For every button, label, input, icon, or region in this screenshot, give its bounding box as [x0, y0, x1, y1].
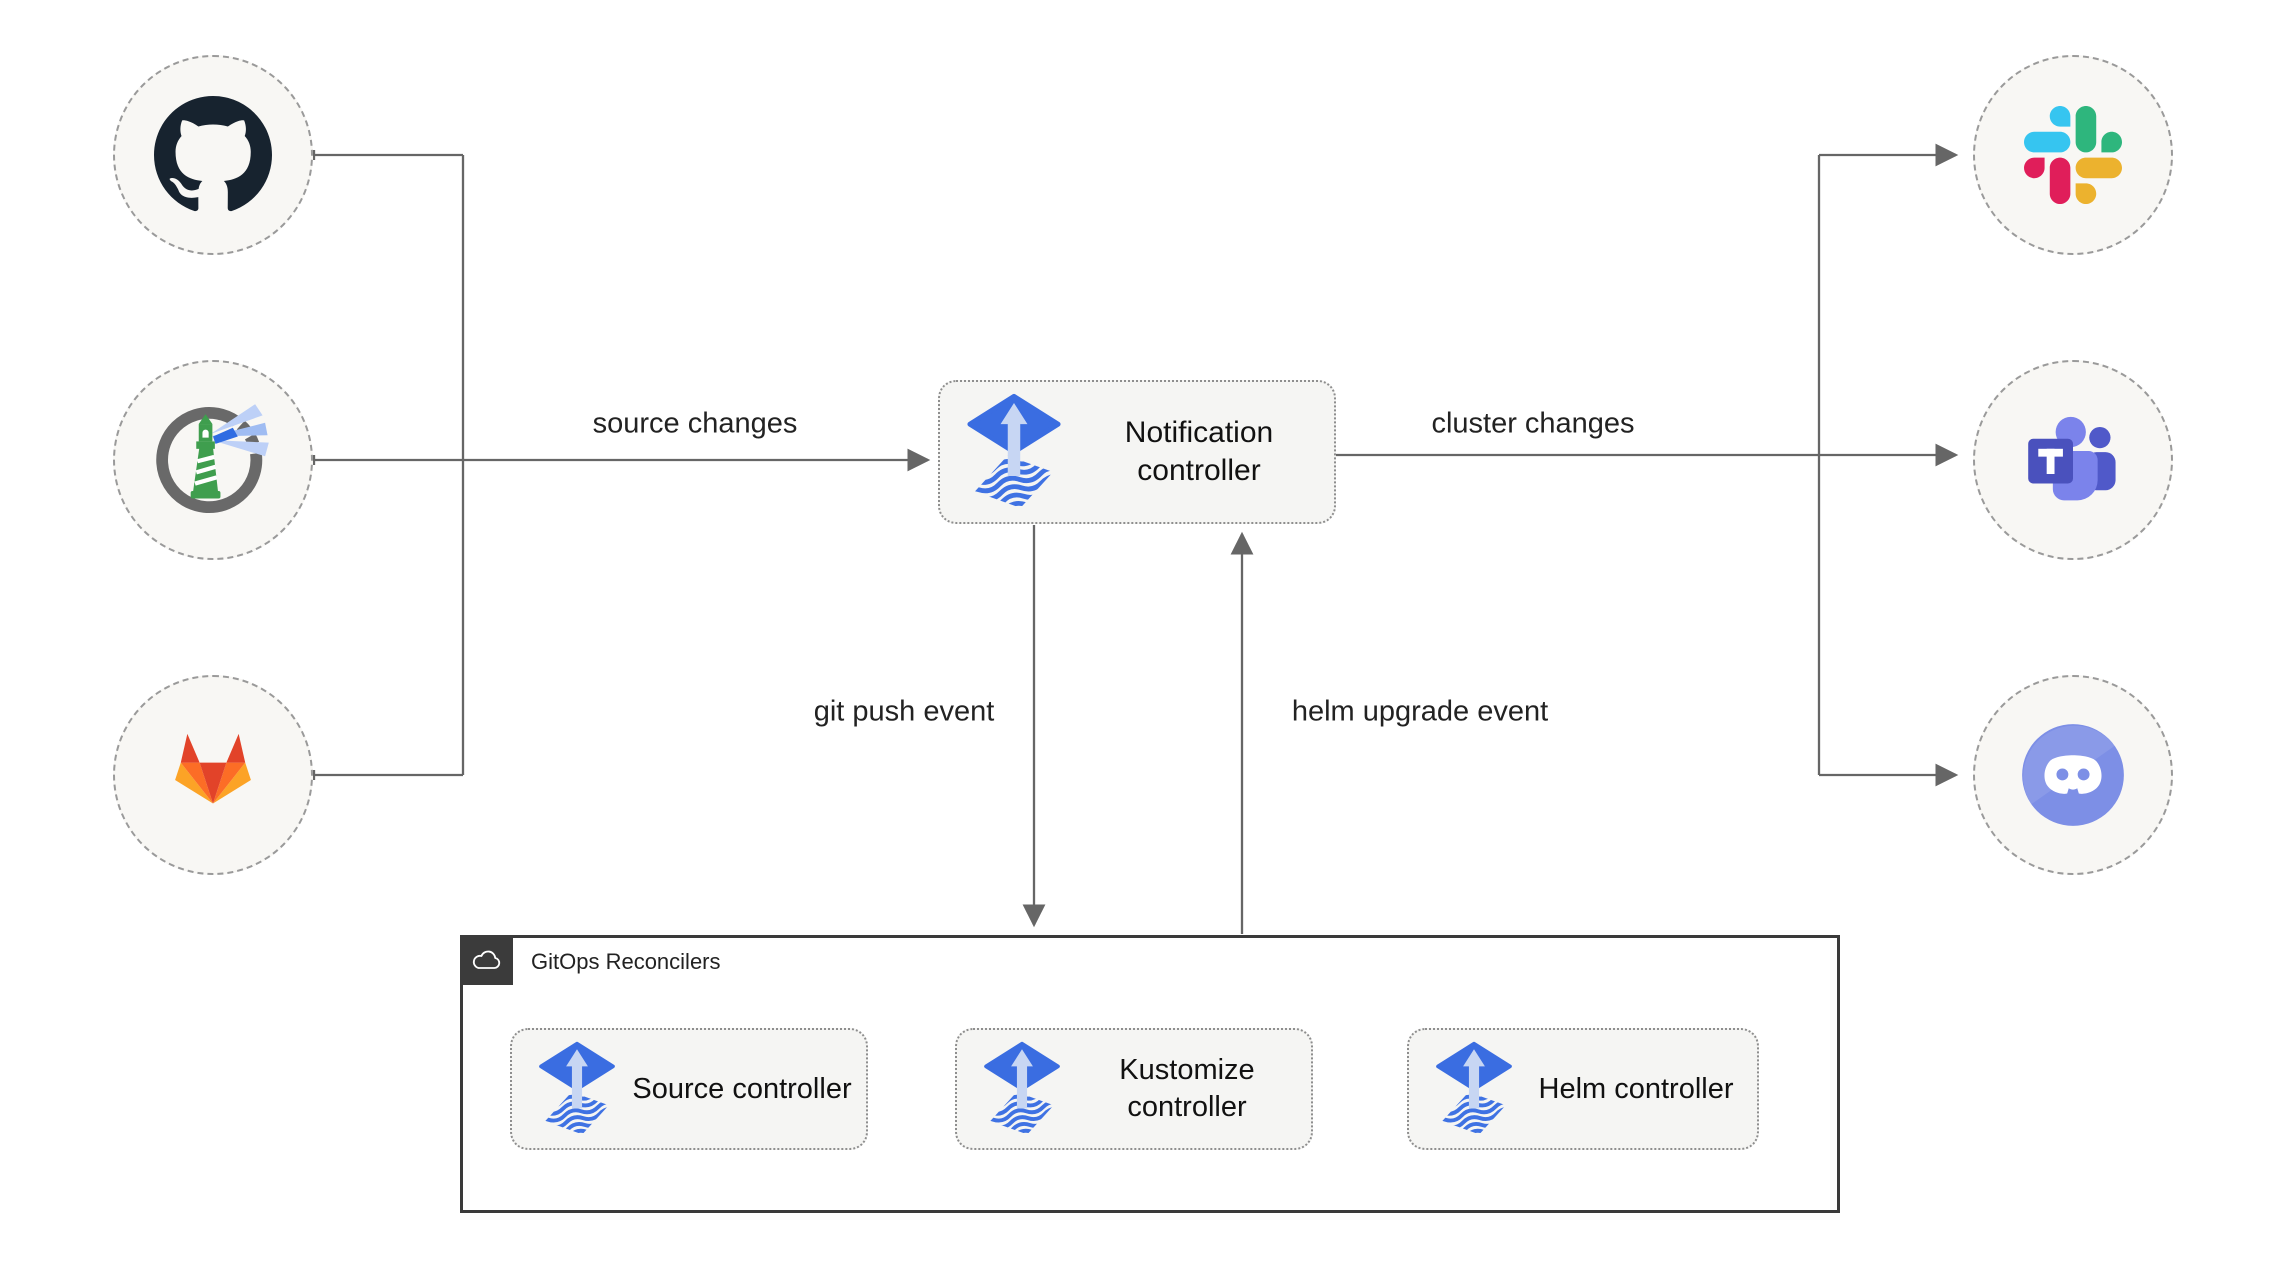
cloud-icon: [472, 950, 500, 969]
source-controller-label: Source controller: [632, 1072, 852, 1105]
notification-controller-label: Notification controller: [1124, 416, 1274, 487]
helm-controller-node: Helm controller: [1407, 1028, 1759, 1150]
harbor-node: [113, 360, 313, 560]
discord-icon: [2022, 724, 2124, 826]
discord-node: [1973, 675, 2173, 875]
source-changes-label: source changes: [592, 407, 798, 440]
github-node: [113, 55, 313, 255]
harbor-icon: [156, 404, 269, 513]
slack-icon: [2024, 106, 2122, 204]
teams-icon: [2028, 416, 2116, 501]
notification-controller-node: Notification controller: [938, 380, 1336, 524]
flux-icon: [983, 1041, 1061, 1137]
teams-node: [1973, 360, 2173, 560]
flux-icon: [966, 393, 1062, 511]
git-push-event-label: git push event: [813, 695, 995, 728]
gitops-reconcilers-title: GitOps Reconcilers: [531, 949, 721, 974]
helm-controller-label: Helm controller: [1538, 1072, 1734, 1105]
cluster-changes-label: cluster changes: [1431, 407, 1635, 440]
helm-upgrade-event-label: helm upgrade event: [1291, 695, 1549, 728]
gitlab-node: [113, 675, 313, 875]
kustomize-controller-label: Kustomize controller: [1119, 1054, 1255, 1123]
flux-icon: [538, 1041, 616, 1137]
flux-icon: [1435, 1041, 1513, 1137]
cloud-badge: [460, 935, 513, 985]
gitlab-icon: [175, 733, 251, 804]
github-icon: [154, 96, 272, 212]
source-controller-node: Source controller: [510, 1028, 868, 1150]
slack-node: [1973, 55, 2173, 255]
kustomize-controller-node: Kustomize controller: [955, 1028, 1313, 1150]
